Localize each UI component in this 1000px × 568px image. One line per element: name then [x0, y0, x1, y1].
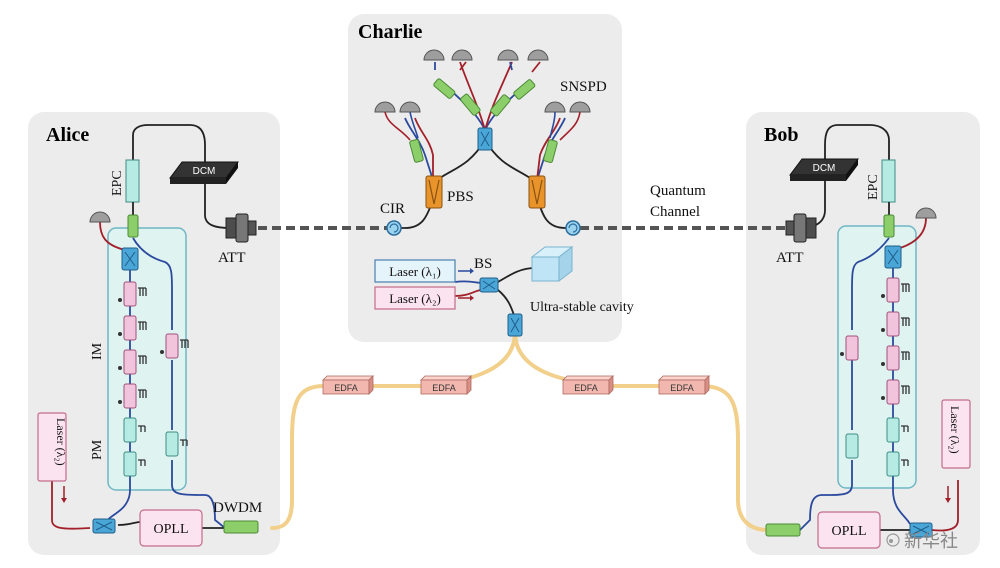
- bob-title: Bob: [764, 124, 798, 146]
- alice-title: Alice: [46, 124, 89, 146]
- edfa-label-2: EDFA: [432, 383, 456, 393]
- quantum-channel-label-line2: Channel: [650, 204, 700, 220]
- classical-fiber-link: [270, 330, 770, 532]
- alice-epc-label: EPC: [110, 170, 125, 196]
- alice-im-modulators: [123, 281, 179, 409]
- alice-im-dots: [118, 298, 164, 404]
- bob-detector: [915, 207, 937, 219]
- edfa-label-3: EDFA: [574, 383, 598, 393]
- quantum-channel-label-line1: Quantum: [650, 183, 706, 199]
- bob-att: [785, 213, 817, 243]
- alice-att: [225, 213, 257, 243]
- polarization-controllers: [409, 78, 558, 163]
- laser1-label: Laser (λ₁): [389, 264, 441, 279]
- cir-circulators: [386, 220, 581, 236]
- edfa-amplifiers: EDFA EDFA EDFA EDFA: [322, 375, 710, 395]
- alice-opll-box: [139, 509, 203, 547]
- bs-label: BS: [474, 256, 492, 272]
- bob-epc: [881, 159, 896, 203]
- alice-detector: [89, 211, 111, 223]
- pbs-components: [425, 175, 546, 209]
- alice-im-electrodes: [138, 287, 189, 398]
- bob-im-dots: [840, 294, 885, 400]
- charlie-title: Charlie: [358, 21, 423, 43]
- alice-laser-label: Laser (λ₂): [54, 418, 68, 466]
- cir-label: CIR: [380, 201, 405, 217]
- bob-opll-box: [817, 511, 881, 549]
- snspd-label: SNSPD: [560, 79, 607, 95]
- cavity-label: Ultra-stable cavity: [530, 300, 634, 315]
- alice-green-coupler: [127, 214, 139, 238]
- alice-opll-label: OPLL: [154, 522, 189, 537]
- alice-dwdm-label: DWDM: [213, 500, 262, 516]
- alice-pm-modulators: [123, 417, 179, 477]
- bob-dcm-label: DCM: [813, 163, 836, 174]
- bob-pm-modulators: [845, 417, 900, 477]
- bob-dwdm: [765, 523, 801, 537]
- bob-dcm: DCM: [789, 158, 859, 181]
- pbs-label: PBS: [447, 189, 474, 205]
- alice-dwdm: [223, 520, 259, 534]
- alice-im-label: IM: [90, 342, 105, 360]
- laser1-box: [374, 259, 456, 283]
- bob-outer-fiber: [801, 124, 890, 229]
- bob-im-electrodes: [901, 283, 910, 394]
- snspd-detectors: [374, 49, 591, 113]
- alice-outer-fiber: [132, 124, 231, 229]
- laser2-label: Laser (λ₂): [389, 291, 441, 306]
- bob-pm-electrodes: [901, 425, 909, 466]
- bob-green-coupler: [883, 214, 895, 238]
- edfa-label-1: EDFA: [334, 383, 358, 393]
- alice-dcm: DCM: [169, 161, 239, 184]
- alice-pm-label: PM: [90, 439, 105, 460]
- cavity-icon: [530, 245, 574, 283]
- alice-att-label: ATT: [218, 250, 246, 266]
- watermark-text: 新华社: [904, 531, 958, 551]
- watermark-logo: [886, 533, 900, 547]
- alice-laser-box: [37, 412, 67, 482]
- bob-im-modulators: [845, 277, 900, 405]
- alice-epc: [125, 159, 140, 203]
- detector-leads: [384, 111, 581, 141]
- edfa-label-4: EDFA: [670, 383, 694, 393]
- bob-epc-label: EPC: [866, 174, 881, 200]
- bob-laser-label: Laser (λ₂): [948, 406, 962, 454]
- bob-att-label: ATT: [776, 250, 804, 266]
- laser2-box: [374, 286, 456, 310]
- bob-opll-label: OPLL: [832, 524, 867, 539]
- alice-pm-electrodes: [138, 425, 188, 466]
- bob-laser-box: [941, 399, 971, 469]
- alice-dcm-label: DCM: [193, 166, 216, 177]
